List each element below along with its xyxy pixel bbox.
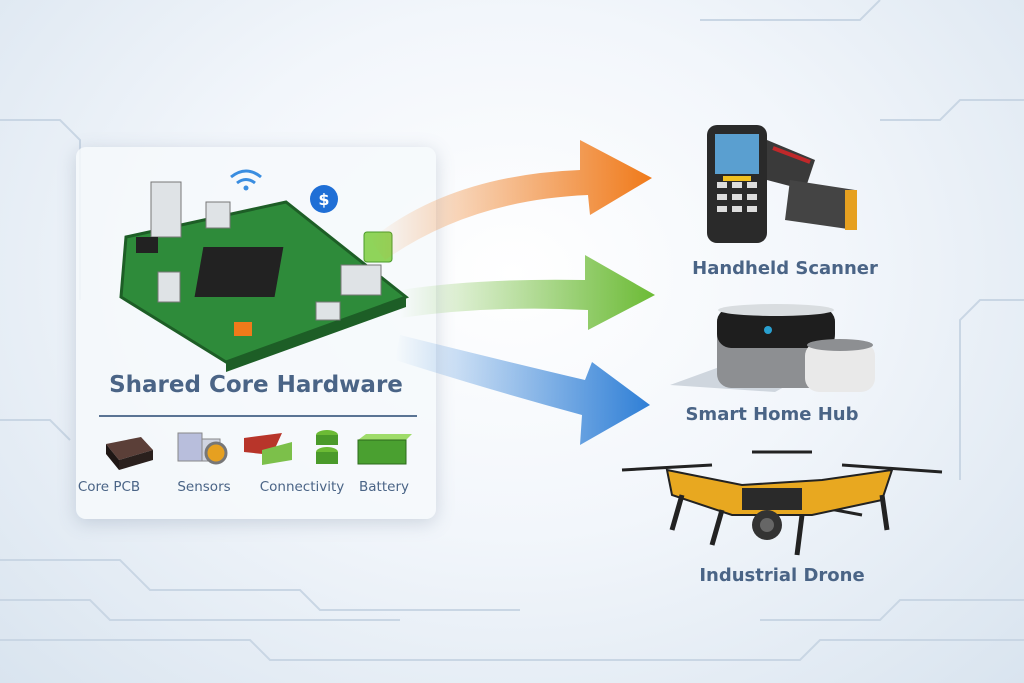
- product-label-handheld-scanner: Handheld Scanner: [692, 258, 878, 279]
- product-label-smart-home-hub: Smart Home Hub: [685, 404, 859, 425]
- battery-cells-icon: [316, 430, 338, 464]
- smart-home-hub-image: [670, 304, 875, 392]
- handheld-scanner-image: [707, 125, 857, 243]
- wifi-icon: [230, 169, 262, 185]
- arrow-to-drone: [395, 335, 650, 445]
- svg-text:$: $: [318, 190, 329, 209]
- component-label: Connectivity: [259, 479, 345, 495]
- battery-icon: [357, 434, 412, 465]
- camera-sensor-icon: [177, 432, 228, 465]
- divider: [99, 415, 417, 417]
- pcb-icon: [106, 437, 153, 470]
- shared-core-card: $ Shared Core Hardware Core PCB Sensors …: [76, 147, 436, 519]
- pcb-illustration: $: [119, 169, 410, 372]
- arrow-to-hub: [400, 255, 655, 330]
- industrial-drone-image: [621, 450, 943, 556]
- component-label: Core PCB: [77, 479, 141, 495]
- connectivity-module-icon: [244, 433, 292, 465]
- card-title: Shared Core Hardware: [109, 372, 403, 398]
- product-label-industrial-drone: Industrial Drone: [699, 565, 865, 586]
- component-label: Battery: [359, 479, 409, 495]
- dollar-icon: [310, 185, 338, 213]
- arrow-to-scanner: [370, 140, 652, 260]
- component-label: Sensors: [177, 479, 231, 495]
